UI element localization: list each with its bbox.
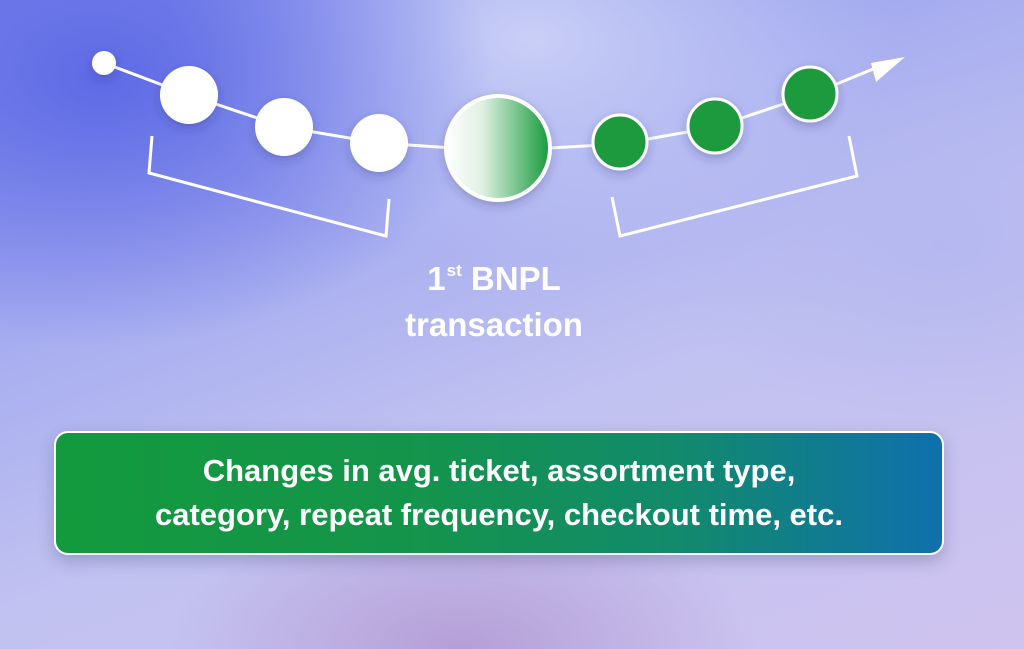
milestone-label-line1: 1st BNPL (344, 248, 644, 302)
callout-box: Changes in avg. ticket, assortment type,… (54, 431, 944, 555)
milestone-word: BNPL (470, 260, 561, 297)
milestone-label: 1st BNPL transaction (344, 248, 644, 348)
node-before-2 (255, 98, 313, 156)
bracket-after (610, 135, 859, 238)
node-after-1 (591, 113, 649, 171)
milestone-number: 1 (427, 260, 446, 297)
bracket-before (147, 135, 391, 238)
arrow-head-icon (871, 57, 905, 82)
milestone-node (444, 94, 552, 202)
milestone-ordinal: st (446, 261, 462, 280)
node-after-3 (781, 65, 839, 123)
milestone-label-line2: transaction (405, 306, 583, 343)
start-dot (92, 51, 116, 75)
node-after-2 (686, 97, 744, 155)
callout-line-2: category, repeat frequency, checkout tim… (155, 497, 843, 532)
node-before-3 (350, 114, 408, 172)
callout-text: Changes in avg. ticket, assortment type,… (69, 449, 929, 537)
callout-line-1: Changes in avg. ticket, assortment type, (202, 453, 796, 488)
node-before-1 (160, 66, 218, 124)
